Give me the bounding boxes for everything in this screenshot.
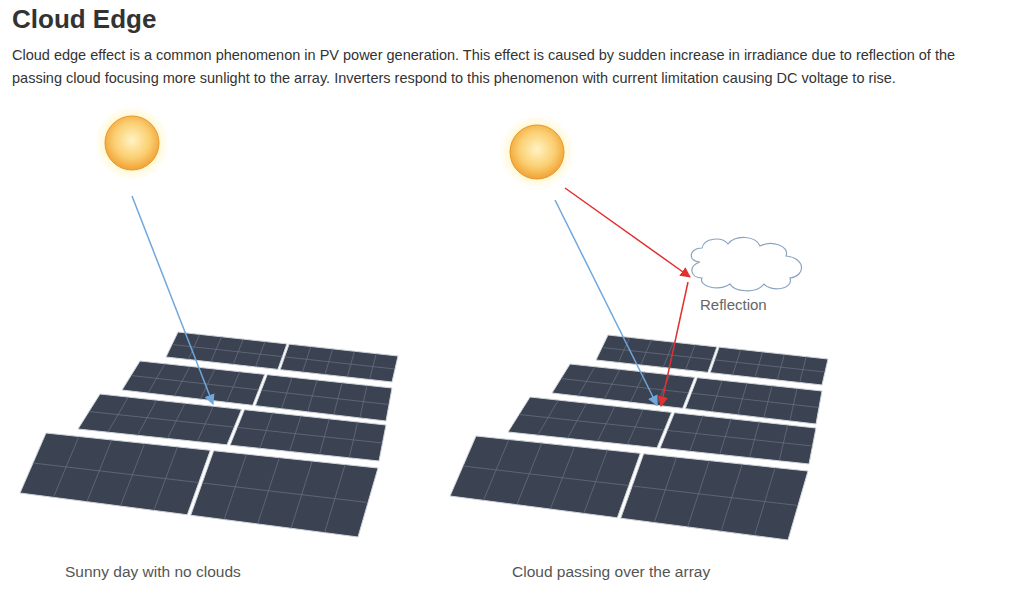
solar-panel — [660, 413, 816, 464]
solar-panel — [508, 397, 672, 448]
reflected-ray — [661, 282, 688, 406]
sun-ray — [555, 200, 657, 405]
scene-caption: Cloud passing over the array — [512, 563, 710, 581]
solar-panel — [450, 436, 640, 518]
scene-caption: Sunny day with no clouds — [65, 563, 241, 581]
sun — [105, 116, 159, 170]
solar-panel — [710, 347, 828, 385]
solar-panel — [230, 410, 386, 461]
page-title: Cloud Edge — [12, 4, 156, 35]
solar-panel — [78, 394, 242, 445]
reflection-label: Reflection — [700, 296, 767, 313]
solar-panel — [621, 454, 808, 540]
cloud — [691, 237, 801, 290]
sun-glow — [499, 114, 575, 190]
solar-panel — [191, 451, 378, 537]
solar-array — [20, 332, 828, 540]
incident-ray — [565, 188, 690, 277]
solar-panel — [166, 332, 287, 369]
sun-glow — [94, 105, 170, 181]
description-text: Cloud edge effect is a common phenomenon… — [12, 44, 1007, 90]
solar-panel — [280, 344, 398, 382]
sun — [510, 125, 564, 179]
solar-panel — [596, 335, 717, 372]
sun-ray — [132, 196, 213, 404]
solar-panel — [20, 433, 210, 515]
